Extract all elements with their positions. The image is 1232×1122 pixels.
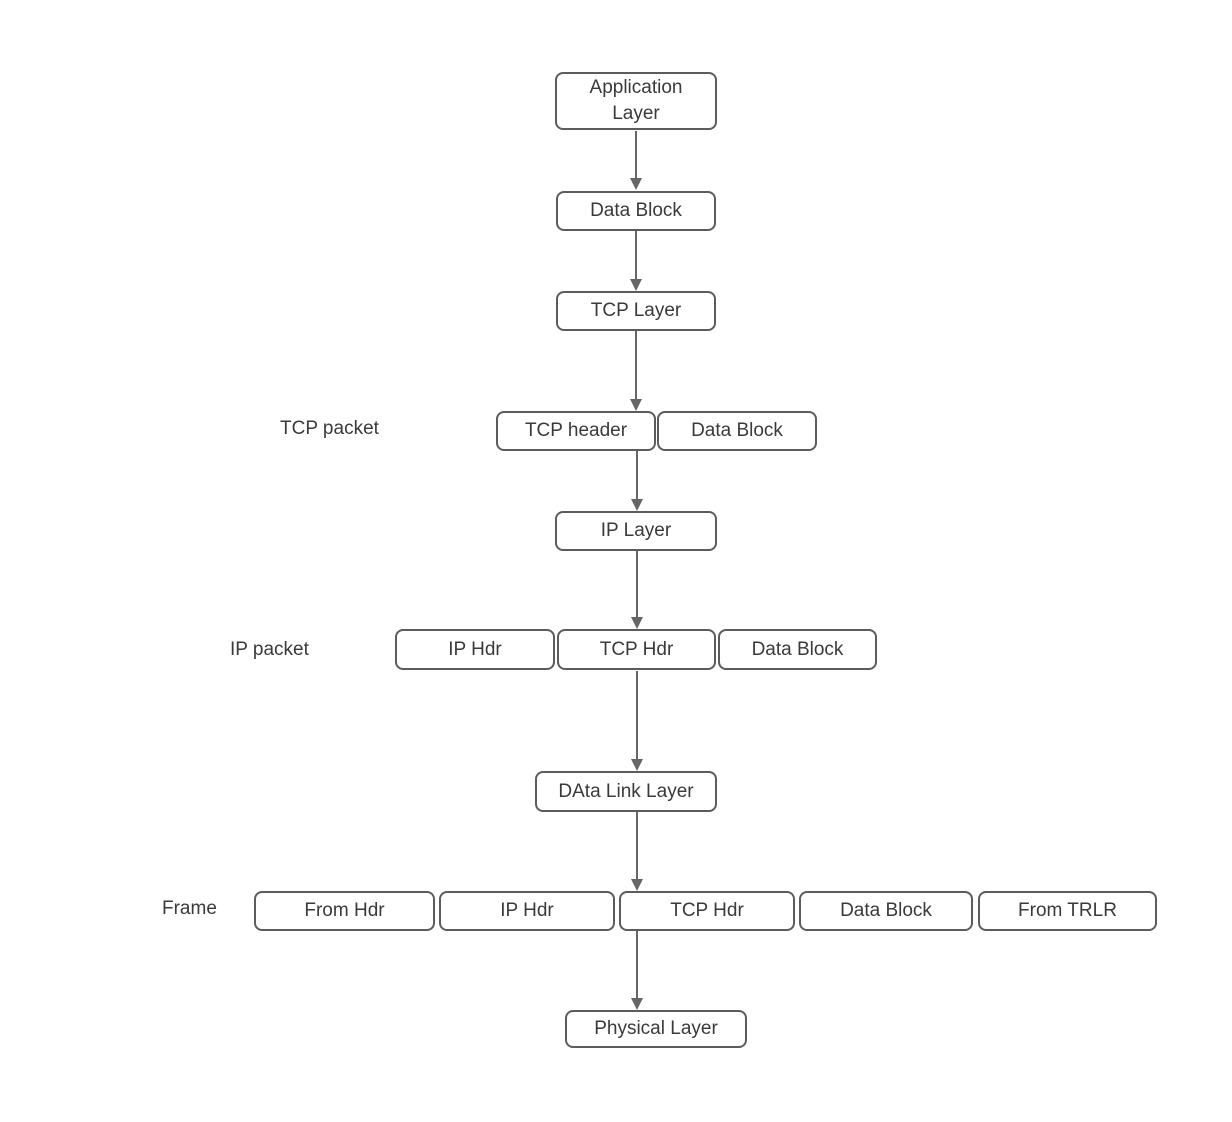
node-data-link-layer: DAta Link Layer <box>535 771 717 812</box>
row-label-ip-packet: IP packet <box>230 639 309 660</box>
arrow-tcp-packet-to-ip-layer <box>631 451 643 511</box>
node-frame-from-trlr: From TRLR <box>978 891 1157 931</box>
node-frame-data-block: Data Block <box>799 891 973 931</box>
node-frame-from-hdr: From Hdr <box>254 891 435 931</box>
node-data-block-2-label: Data Block <box>691 420 783 441</box>
arrow-frame-to-physical <box>631 931 643 1010</box>
node-ip-layer: IP Layer <box>555 511 717 551</box>
node-data-block-1: Data Block <box>556 191 716 231</box>
node-frame-from-hdr-label: From Hdr <box>304 900 385 921</box>
arrow-application-to-data-block <box>630 131 642 190</box>
node-frame-tcp-hdr-label: TCP Hdr <box>670 900 744 921</box>
node-frame-ip-hdr-label: IP Hdr <box>500 900 554 921</box>
node-ip-layer-label: IP Layer <box>600 520 672 541</box>
node-frame-from-trlr-label: From TRLR <box>1018 900 1117 921</box>
node-tcp-hdr: TCP Hdr <box>557 629 716 670</box>
node-physical-layer: Physical Layer <box>565 1010 747 1048</box>
row-label-tcp-packet: TCP packet <box>280 418 379 439</box>
node-data-block-1-label: Data Block <box>590 200 682 221</box>
node-data-link-layer-label: DAta Link Layer <box>558 780 694 802</box>
node-tcp-header: TCP header <box>496 411 656 451</box>
node-frame-data-block-label: Data Block <box>840 900 932 921</box>
node-data-block-3-label: Data Block <box>751 638 844 660</box>
node-ip-hdr: IP Hdr <box>395 629 555 670</box>
arrow-data-block-to-tcp-layer <box>630 231 642 291</box>
node-physical-layer-label: Physical Layer <box>594 1018 718 1039</box>
node-tcp-layer: TCP Layer <box>556 291 716 331</box>
node-frame-ip-hdr: IP Hdr <box>439 891 615 931</box>
arrow-data-link-to-frame <box>631 812 643 891</box>
node-tcp-hdr-label: TCP Hdr <box>599 638 674 660</box>
node-application-layer: Application Layer <box>555 72 717 130</box>
node-tcp-layer-label: TCP Layer <box>590 300 682 321</box>
node-data-block-3: Data Block <box>718 629 877 670</box>
node-ip-hdr-label: IP Hdr <box>448 638 502 660</box>
node-tcp-header-label: TCP header <box>524 420 628 441</box>
arrow-ip-layer-to-ip-packet <box>631 551 643 629</box>
arrow-tcp-layer-to-tcp-packet <box>630 331 642 411</box>
node-data-block-2: Data Block <box>657 411 817 451</box>
node-application-layer-label: Application Layer <box>589 77 683 124</box>
arrow-ip-packet-to-data-link <box>631 671 643 771</box>
row-label-frame: Frame <box>162 898 217 919</box>
node-frame-tcp-hdr: TCP Hdr <box>619 891 795 931</box>
